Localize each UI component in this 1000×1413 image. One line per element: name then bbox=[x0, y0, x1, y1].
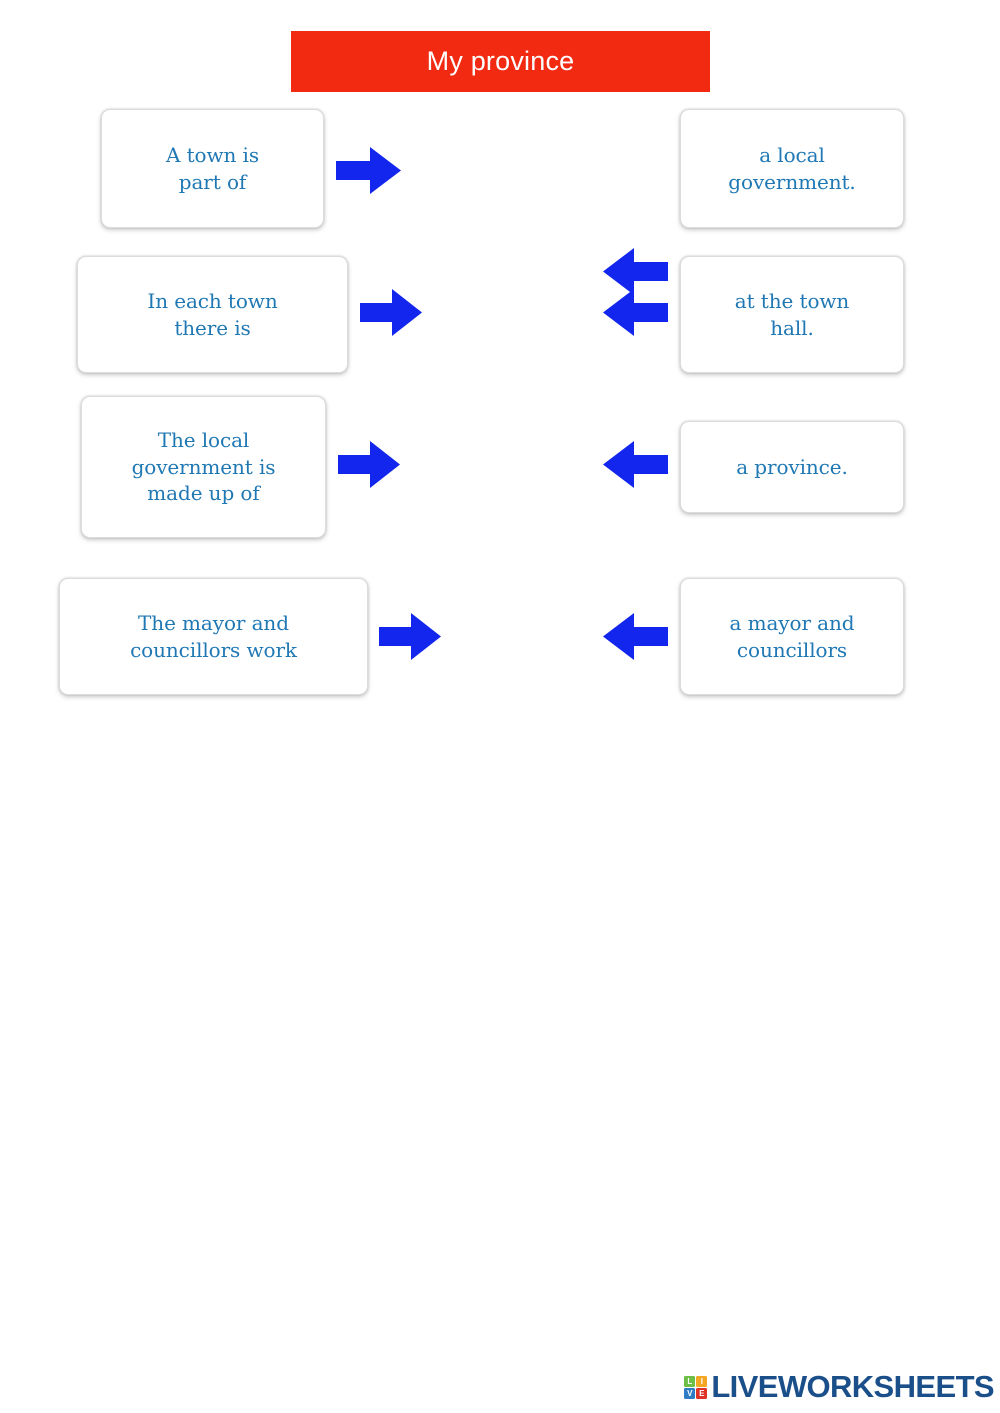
answer-text: a province. bbox=[736, 454, 848, 479]
arrow-right-icon bbox=[360, 289, 422, 336]
arrow-right-icon bbox=[336, 147, 401, 194]
prompt-card[interactable]: The local government is made up of bbox=[81, 396, 326, 538]
arrow-left-icon bbox=[603, 289, 668, 336]
answer-card[interactable]: at the town hall. bbox=[680, 256, 904, 373]
logo-square-l: L bbox=[684, 1375, 696, 1387]
page-title: My province bbox=[426, 46, 575, 76]
arrow-right-icon bbox=[338, 441, 400, 488]
logo-square-v: V bbox=[684, 1387, 696, 1399]
arrow-left-icon bbox=[603, 441, 668, 488]
prompt-card[interactable]: A town is part of bbox=[101, 109, 324, 228]
arrow-left-icon bbox=[603, 248, 668, 295]
prompt-text: A town is part of bbox=[166, 142, 259, 194]
page-title-banner: My province bbox=[291, 31, 710, 92]
answer-card[interactable]: a province. bbox=[680, 421, 904, 513]
answer-text: a local government. bbox=[728, 142, 856, 194]
prompt-text: The mayor and councillors work bbox=[130, 610, 297, 662]
prompt-card[interactable]: The mayor and councillors work bbox=[59, 578, 368, 695]
answer-text: at the town hall. bbox=[734, 288, 850, 340]
answer-text: a mayor and councillors bbox=[729, 610, 855, 662]
answer-card[interactable]: a local government. bbox=[680, 109, 904, 228]
prompt-text: In each town there is bbox=[147, 288, 278, 340]
liveworksheets-logo-squares: L I V E bbox=[684, 1375, 708, 1399]
liveworksheets-logo[interactable]: L I V E LIVEWORKSHEETS bbox=[684, 1369, 995, 1405]
arrow-right-icon bbox=[379, 613, 441, 660]
prompt-text: The local government is made up of bbox=[131, 428, 276, 506]
arrow-left-icon bbox=[603, 613, 668, 660]
liveworksheets-wordmark: LIVEWORKSHEETS bbox=[711, 1369, 994, 1404]
prompt-card[interactable]: In each town there is bbox=[77, 256, 348, 373]
answer-card[interactable]: a mayor and councillors bbox=[680, 578, 904, 695]
logo-square-e: E bbox=[696, 1387, 708, 1399]
logo-square-i: I bbox=[696, 1375, 708, 1387]
